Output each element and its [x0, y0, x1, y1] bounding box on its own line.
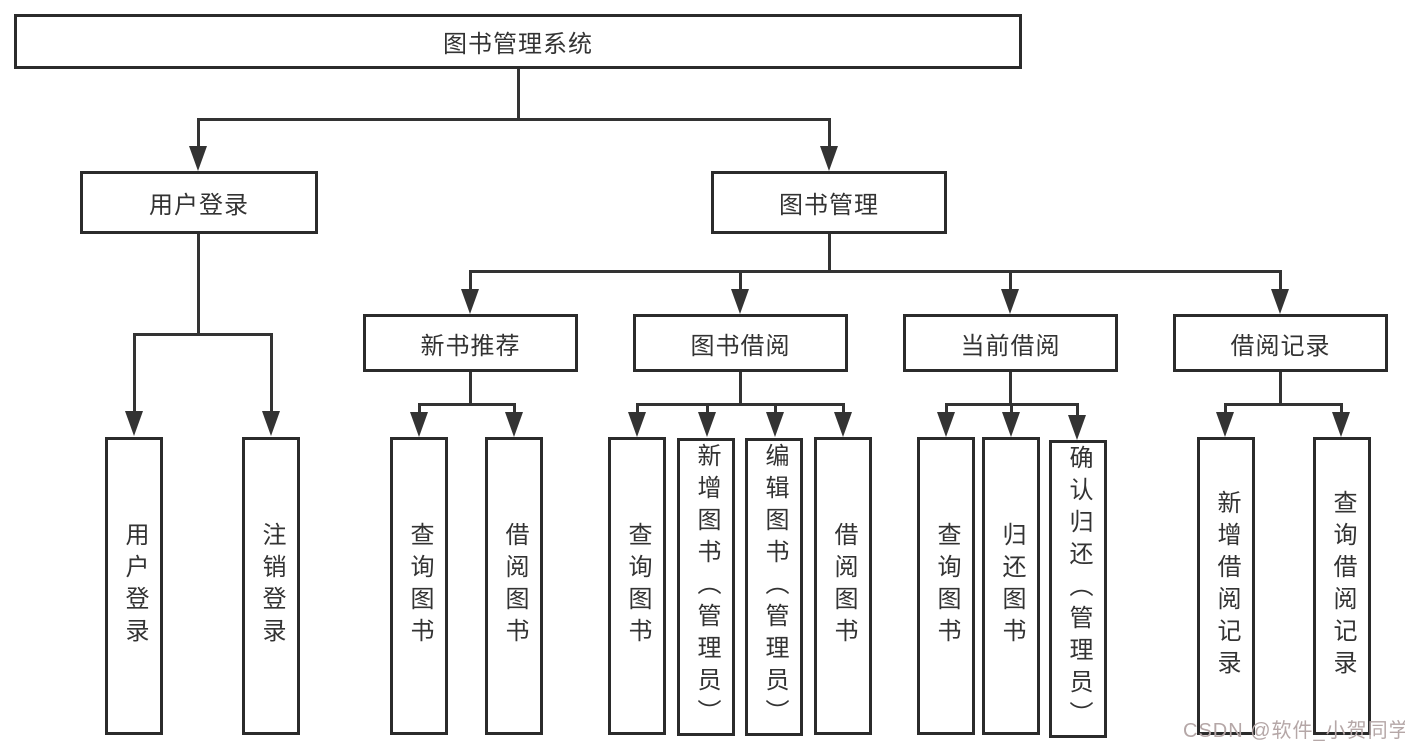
edge-to-leaf [706, 403, 709, 415]
leaf-label: 查询图书 [933, 522, 960, 650]
node-label: 新书推荐 [420, 332, 521, 360]
edge-to-leaf [513, 403, 516, 415]
edge-to-borrow-records [1279, 270, 1282, 292]
arrowhead [698, 412, 716, 437]
node-book-management: 图书管理 [711, 171, 947, 234]
arrowhead [1001, 289, 1019, 314]
edge-to-current-borrow [1009, 270, 1012, 292]
leaf-confirm-return-admin: 确认归还（管理员） [1049, 440, 1107, 738]
edge-to-leaf [1340, 403, 1343, 415]
edge-to-leaf [842, 403, 845, 415]
arrowhead [125, 411, 143, 436]
arrowhead [1332, 412, 1350, 437]
edge-to-new-books [469, 270, 472, 292]
node-label: 图书管理 [779, 192, 879, 219]
leaf-add-books-admin: 新增图书（管理员） [677, 438, 735, 736]
edge-to-leaf-login [133, 333, 136, 413]
edge-to-user-login [197, 118, 200, 148]
leaf-return-books: 归还图书 [982, 437, 1040, 735]
node-label: 借阅记录 [1230, 332, 1331, 360]
node-current-borrow: 当前借阅 [903, 314, 1118, 372]
leaf-label: 编辑图书（管理员） [761, 443, 788, 731]
edge-user-login-stem [197, 234, 200, 336]
leaf-query-borrow-record: 查询借阅记录 [1313, 437, 1371, 735]
leaf-logout-login: 注销登录 [242, 437, 300, 735]
arrowhead [262, 411, 280, 436]
node-user-login: 用户登录 [80, 171, 318, 234]
edge-book-borrow-stem [739, 372, 742, 406]
arrowhead [766, 412, 784, 437]
node-label: 当前借阅 [960, 332, 1061, 360]
edge-to-leaf [418, 403, 421, 415]
arrowhead [937, 412, 955, 437]
node-new-book-recommend: 新书推荐 [363, 314, 578, 372]
arrowhead [731, 289, 749, 314]
leaf-label: 新增借阅记录 [1213, 490, 1240, 682]
leaf-edit-books-admin: 编辑图书（管理员） [745, 438, 803, 736]
edge-borrow-records-stem [1279, 372, 1282, 406]
node-label: 图书管理系统 [443, 31, 593, 58]
edge-book-borrow-rail [636, 403, 844, 406]
edge-to-book-management [828, 118, 831, 148]
leaf-label: 查询图书 [624, 522, 651, 650]
leaf-add-borrow-record: 新增借阅记录 [1197, 437, 1255, 735]
edge-to-leaf [945, 403, 948, 415]
arrowhead [1271, 289, 1289, 314]
leaf-label: 确认归还（管理员） [1065, 445, 1092, 733]
arrowhead [834, 412, 852, 437]
edge-book-management-stem [828, 234, 831, 273]
arrowhead [505, 412, 523, 437]
leaf-label: 归还图书 [998, 522, 1025, 650]
edge-borrow-records-rail [1224, 403, 1342, 406]
leaf-user-login: 用户登录 [105, 437, 163, 735]
leaf-label: 注销登录 [258, 522, 285, 650]
edge-current-borrow-stem [1009, 372, 1012, 406]
arrowhead [410, 412, 428, 437]
edge-user-login-rail [133, 333, 273, 336]
edge-new-books-stem [469, 372, 472, 406]
node-label: 图书借阅 [690, 332, 791, 360]
leaf-label: 借阅图书 [830, 522, 857, 650]
arrowhead [628, 412, 646, 437]
leaf-query-books-current: 查询图书 [917, 437, 975, 735]
arrowhead [461, 289, 479, 314]
leaf-label: 查询图书 [406, 522, 433, 650]
edge-to-leaf [1010, 403, 1013, 415]
leaf-query-books-recommend: 查询图书 [390, 437, 448, 735]
arrowhead [820, 146, 838, 171]
arrowhead [1068, 415, 1086, 440]
arrowhead [1002, 412, 1020, 437]
edge-root-rail [197, 118, 831, 121]
watermark-text: CSDN @软件_小贺同学 [1183, 720, 1405, 742]
node-label: 用户登录 [149, 192, 249, 219]
edge-to-book-borrow [739, 270, 742, 292]
edge-to-leaf-logout [270, 333, 273, 413]
edge-to-leaf [636, 403, 639, 415]
edge-to-leaf [1224, 403, 1227, 415]
leaf-borrow-books: 借阅图书 [814, 437, 872, 735]
leaf-label: 查询借阅记录 [1329, 490, 1356, 682]
leaf-label: 新增图书（管理员） [693, 443, 720, 731]
edge-to-leaf [774, 403, 777, 415]
node-borrow-records: 借阅记录 [1173, 314, 1388, 372]
leaf-label: 用户登录 [121, 522, 148, 650]
edge-book-management-rail [469, 270, 1282, 273]
csdn-watermark: CSDN @软件_小贺同学 [1183, 714, 1405, 743]
edge-root-stem [517, 69, 520, 121]
edge-new-books-rail [418, 403, 516, 406]
leaf-label: 借阅图书 [501, 522, 528, 650]
leaf-query-books-borrow: 查询图书 [608, 437, 666, 735]
arrowhead [1216, 412, 1234, 437]
edge-to-leaf [1076, 403, 1079, 417]
arrowhead [189, 146, 207, 171]
node-library-management-system: 图书管理系统 [14, 14, 1022, 69]
leaf-borrow-books-recommend: 借阅图书 [485, 437, 543, 735]
node-book-borrow: 图书借阅 [633, 314, 848, 372]
